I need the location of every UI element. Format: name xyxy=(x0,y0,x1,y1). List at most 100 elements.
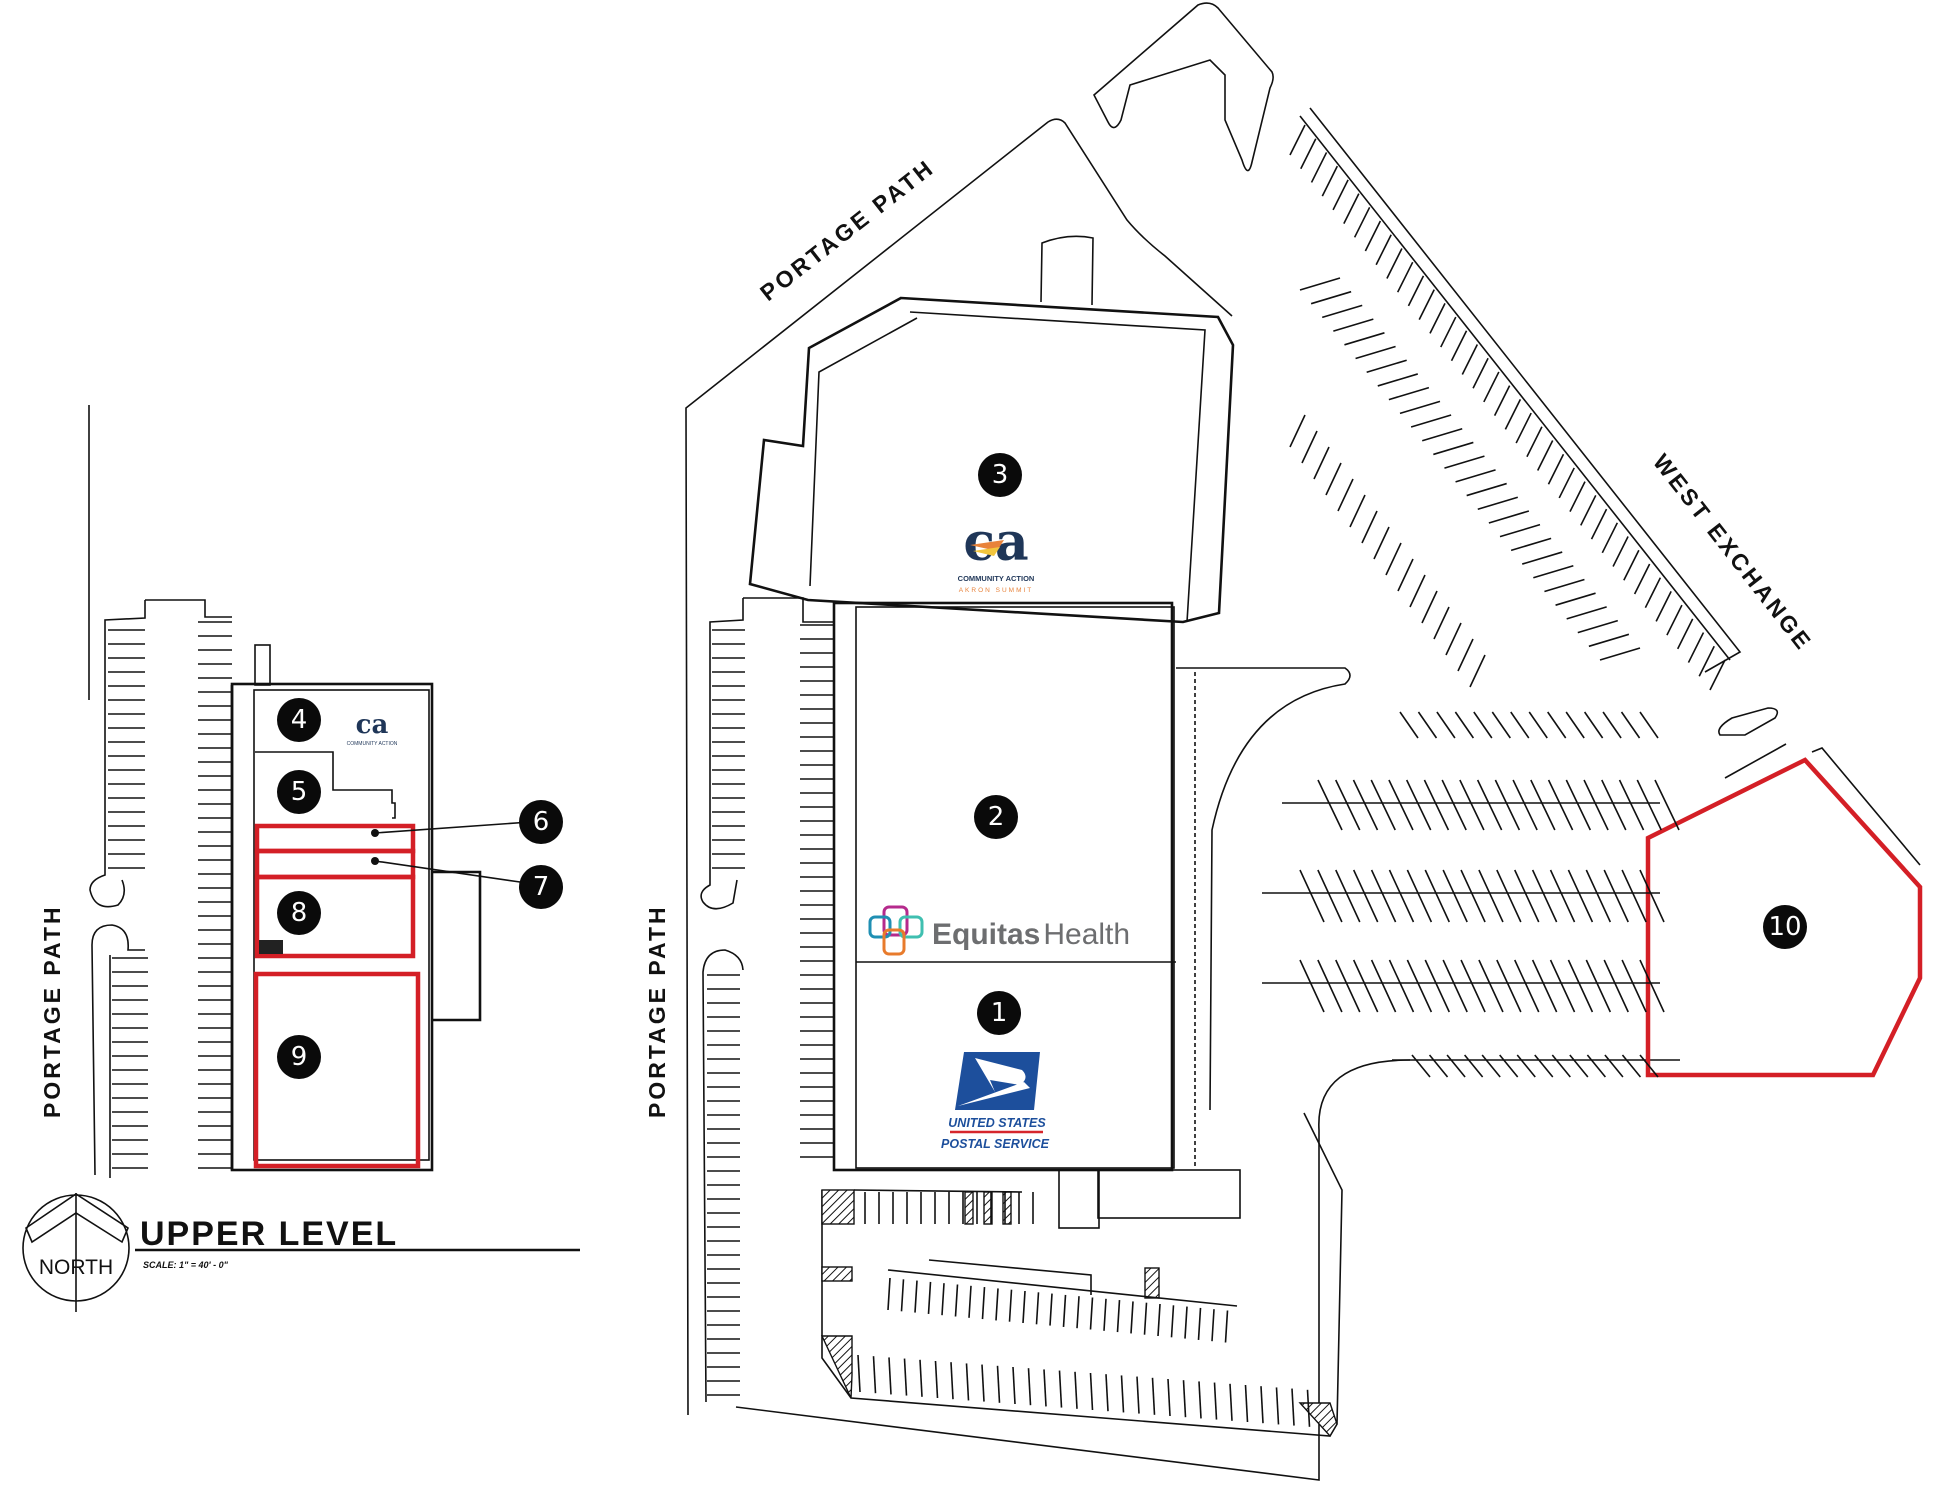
building-3-annex xyxy=(1040,235,1094,306)
parking-stall-line xyxy=(1433,606,1450,640)
parking-stall-line xyxy=(1504,399,1522,430)
parking-stall-line xyxy=(1317,869,1343,923)
parking-stall-line xyxy=(1567,869,1594,923)
suite-number: 3 xyxy=(992,460,1009,490)
parking-stall-line xyxy=(1396,261,1414,293)
parking-stall-line xyxy=(965,1363,970,1401)
parking-stall-line xyxy=(1325,462,1342,496)
parking-stall-line xyxy=(1499,1054,1519,1078)
parking-stall-line xyxy=(1566,606,1607,620)
suite-marker-4[interactable]: 4 xyxy=(277,698,321,742)
suite-marker-9[interactable]: 9 xyxy=(277,1035,321,1079)
parking-stall-line xyxy=(1012,1366,1016,1405)
parking-stall-line xyxy=(1514,959,1540,1013)
suite-marker-5[interactable]: 5 xyxy=(277,770,321,814)
parking-stall-line xyxy=(1116,1300,1121,1333)
parking-stall-line xyxy=(996,1365,1001,1403)
parking-stall-line xyxy=(1313,446,1330,480)
ca-line1: COMMUNITY ACTION xyxy=(958,574,1035,583)
parking-island xyxy=(89,600,146,908)
property-boundary xyxy=(685,118,1233,1416)
parking-stall-line xyxy=(1377,373,1419,387)
parking-stall-line xyxy=(1569,481,1586,513)
parking-stall-line xyxy=(1531,959,1558,1013)
parking-stall-line xyxy=(1446,1054,1466,1078)
parking-stall-line xyxy=(1049,1293,1053,1326)
equitas-health-logo: Equitas Health xyxy=(868,905,1130,956)
parking-stall-line xyxy=(1352,959,1379,1013)
property-boundary-south xyxy=(735,1059,1411,1481)
upper-level-plan xyxy=(88,405,834,1396)
parking-stall-line xyxy=(1352,779,1379,831)
parking-stall-line xyxy=(1335,869,1361,923)
parking-stall-line xyxy=(1666,604,1683,636)
parking-stall-line xyxy=(1151,1377,1156,1415)
parking-stall-line xyxy=(1478,959,1504,1013)
suite-marker-6[interactable]: 6 xyxy=(519,800,563,844)
parking-stall-line xyxy=(1496,869,1522,923)
parking-stall-line xyxy=(1583,779,1609,831)
parking-stall-line xyxy=(1514,869,1540,923)
parking-stall-line xyxy=(1136,1376,1140,1414)
suite-9-outline[interactable] xyxy=(253,971,421,1169)
parking-stall-line xyxy=(1289,414,1306,448)
parking-stall-line xyxy=(1633,563,1651,595)
parking-stall-line xyxy=(1337,478,1354,512)
parking-stall-line xyxy=(1455,469,1496,483)
ca-mark-small: ca xyxy=(356,710,389,740)
street-label-portage-path-center: PORTAGE PATH xyxy=(644,904,670,1118)
parking-stall-line xyxy=(1644,577,1662,609)
parking-stall-line xyxy=(1510,537,1552,552)
suite-marker-10[interactable]: 10 xyxy=(1763,905,1807,949)
parking-stall-line xyxy=(1603,959,1629,1013)
parking-stall-line xyxy=(1421,427,1463,442)
parking-stall-line xyxy=(1676,618,1694,650)
suite-6-outline[interactable] xyxy=(254,823,416,854)
street-label-portage-path-left: PORTAGE PATH xyxy=(39,904,65,1118)
parking-stall-line xyxy=(1386,248,1403,279)
parking-stall-line xyxy=(1076,1296,1080,1329)
parking-stall-line xyxy=(1332,179,1349,211)
parking-stall-line xyxy=(1321,165,1339,197)
parking-stall-line xyxy=(1547,453,1565,485)
suite-10-outline[interactable] xyxy=(1645,757,1923,1078)
suite-marker-2[interactable]: 2 xyxy=(974,795,1018,839)
suite-7-outline[interactable] xyxy=(254,848,416,880)
suite-number: 2 xyxy=(988,802,1005,832)
parking-stall-line xyxy=(1567,959,1594,1013)
parking-stall-line xyxy=(1466,482,1507,497)
suite-8-outline[interactable] xyxy=(254,874,416,959)
parking-stall-line xyxy=(1306,1389,1311,1427)
parking-stall-line xyxy=(1399,711,1419,739)
parking-stall-line xyxy=(1355,345,1396,360)
parking-stall-line xyxy=(1612,536,1629,567)
parking-stall-line xyxy=(1299,277,1341,291)
parking-stall-line xyxy=(1301,430,1318,464)
parking-stall-line xyxy=(1585,959,1612,1013)
suite-marker-7[interactable]: 7 xyxy=(519,865,563,909)
suite-marker-8[interactable]: 8 xyxy=(277,891,321,935)
parking-stall-line xyxy=(1586,1054,1607,1078)
suite-marker-1[interactable]: 1 xyxy=(977,991,1021,1035)
parking-stall-line xyxy=(1639,959,1665,1013)
parking-stall-line xyxy=(1436,711,1456,739)
suite-number: 10 xyxy=(1768,912,1801,942)
parking-stall-line xyxy=(1397,558,1414,592)
parking-stall-line xyxy=(934,1360,939,1399)
parking-stall-line xyxy=(995,1288,999,1321)
parking-stall-line xyxy=(1549,959,1576,1013)
building-1-2-outline xyxy=(832,601,1174,1172)
parking-stall-line xyxy=(872,1356,877,1394)
parking-stall-line xyxy=(1317,959,1343,1013)
parking-stall-line xyxy=(1493,385,1511,416)
parking-stall-line xyxy=(968,1285,972,1318)
parking-stall-line xyxy=(1317,779,1343,831)
suite-marker-3[interactable]: 3 xyxy=(978,453,1022,497)
parking-stall-line xyxy=(1423,779,1450,831)
parking-stall-line xyxy=(1388,386,1430,401)
parking-stall-line xyxy=(1197,1307,1202,1340)
parking-stall-line xyxy=(1409,574,1426,608)
parking-stall-line xyxy=(1366,359,1407,373)
parking-stall-line xyxy=(1399,400,1441,415)
parking-stall-line xyxy=(1424,959,1450,1013)
